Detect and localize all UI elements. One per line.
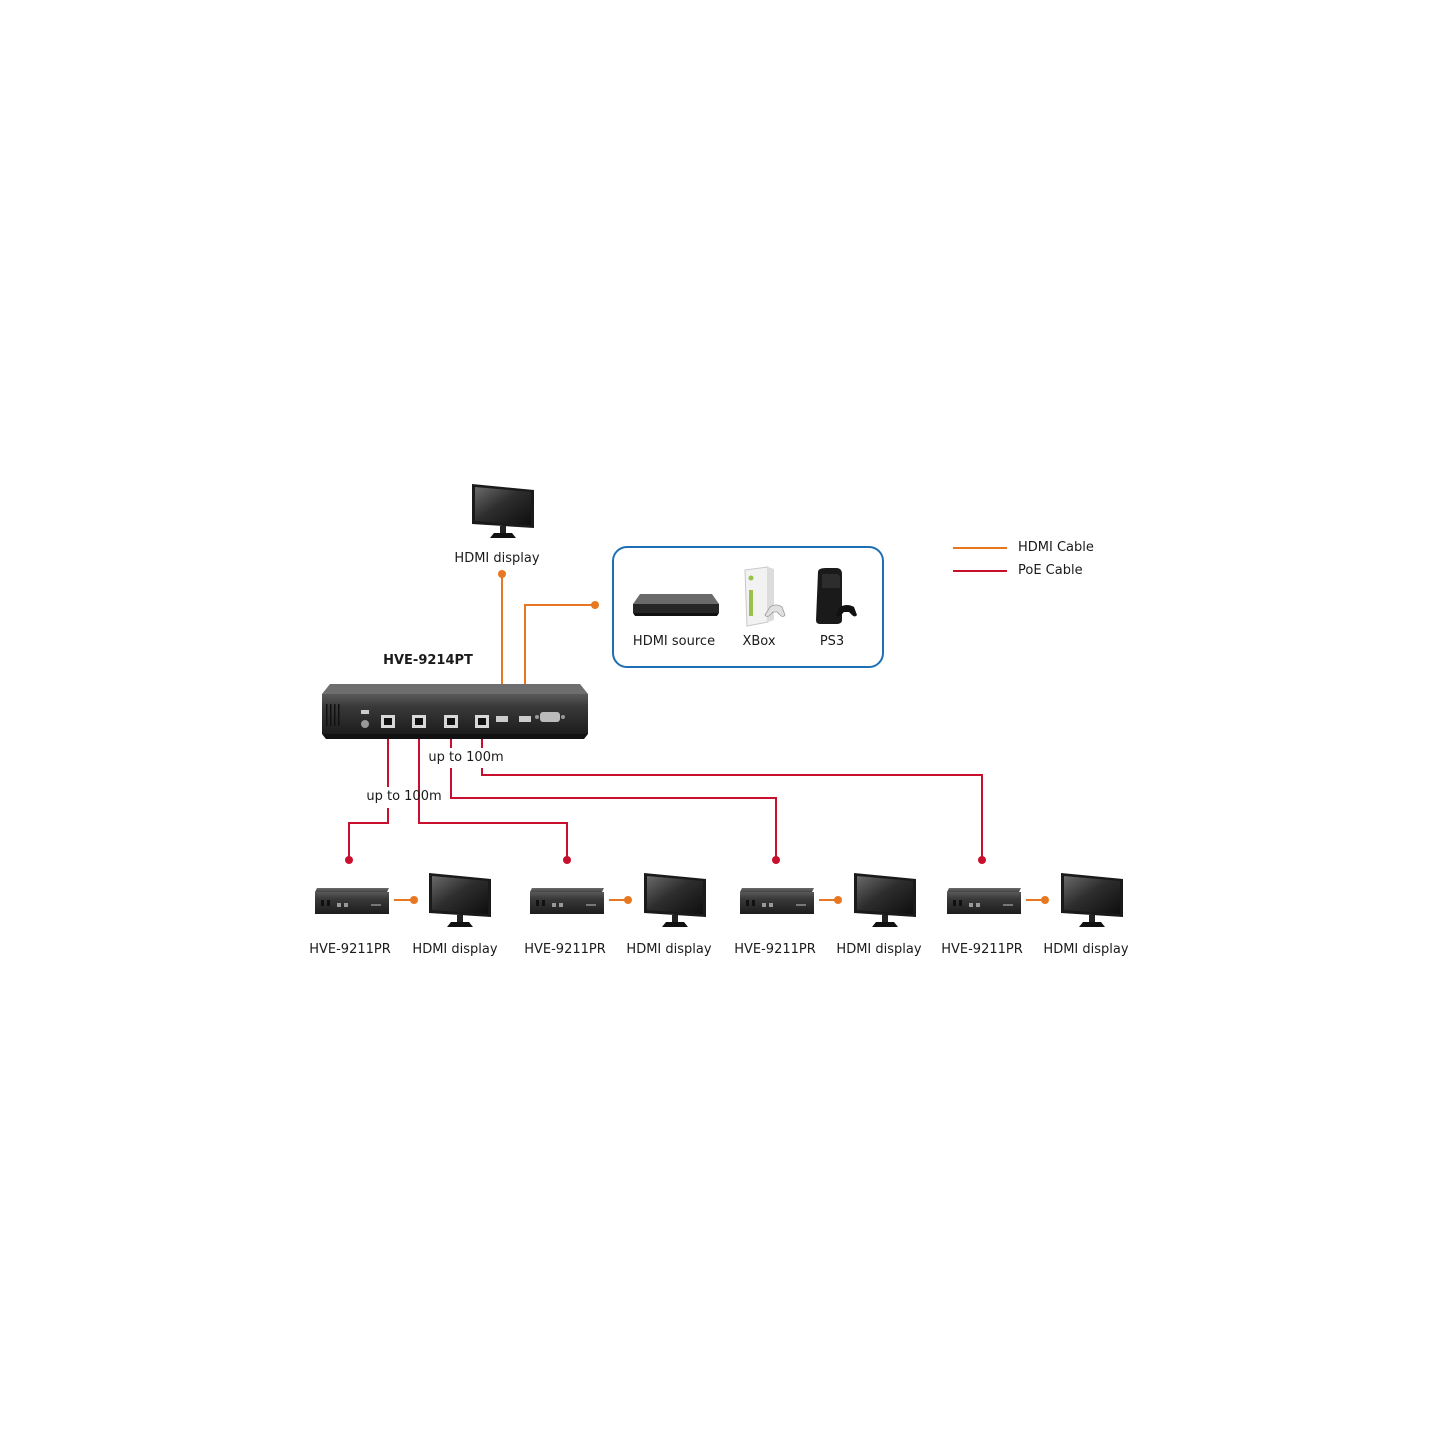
- receiver-label-3: HVE-9211PR: [734, 942, 816, 957]
- receiver-device-icon: [947, 888, 1021, 914]
- source-label-ps3: PS3: [819, 634, 845, 649]
- display-monitor-icon: [429, 873, 491, 927]
- receiver-device-icon: [315, 888, 389, 914]
- display-label-3: HDMI display: [836, 942, 922, 957]
- receiver-label-2: HVE-9211PR: [524, 942, 606, 957]
- display-label-1: HDMI display: [412, 942, 498, 957]
- distance-label-1: up to 100m: [428, 750, 504, 765]
- ps3-console-icon: [816, 568, 857, 624]
- hdmi-source-box-icon: [633, 594, 719, 616]
- legend-hdmi-label: HDMI Cable: [1018, 540, 1094, 555]
- legend: [953, 547, 1007, 572]
- receiver-label-1: HVE-9211PR: [309, 942, 391, 957]
- receiver-label-4: HVE-9211PR: [941, 942, 1023, 957]
- top-display-label: HDMI display: [454, 551, 540, 566]
- source-label-hdmi-source: HDMI source: [632, 634, 716, 649]
- source-label-xbox: XBox: [742, 634, 776, 649]
- legend-poe-label: PoE Cable: [1018, 563, 1083, 578]
- display-monitor-icon: [854, 873, 916, 927]
- poe-cable-rx3-b: [450, 768, 777, 860]
- hdmi-cable-endpoints: [410, 570, 1049, 904]
- display-label-2: HDMI display: [626, 942, 712, 957]
- top-hdmi-display-icon: [472, 484, 534, 538]
- display-label-4: HDMI display: [1043, 942, 1129, 957]
- poe-cable-rx2: [418, 735, 568, 860]
- poe-cable-rx1-b: [348, 808, 389, 860]
- transmitter-label: HVE-9214PT: [383, 653, 473, 668]
- transmitter-device-icon: [322, 684, 588, 739]
- poe-cable-rx4-b: [481, 768, 983, 860]
- display-monitor-icon: [1061, 873, 1123, 927]
- xbox-console-icon: [744, 566, 786, 627]
- distance-label-2: up to 100m: [366, 789, 442, 804]
- receiver-device-icon: [530, 888, 604, 914]
- hdmi-cable-source: [524, 604, 595, 718]
- display-monitor-icon: [644, 873, 706, 927]
- poe-cable-lines: [348, 735, 983, 860]
- receiver-device-icon: [740, 888, 814, 914]
